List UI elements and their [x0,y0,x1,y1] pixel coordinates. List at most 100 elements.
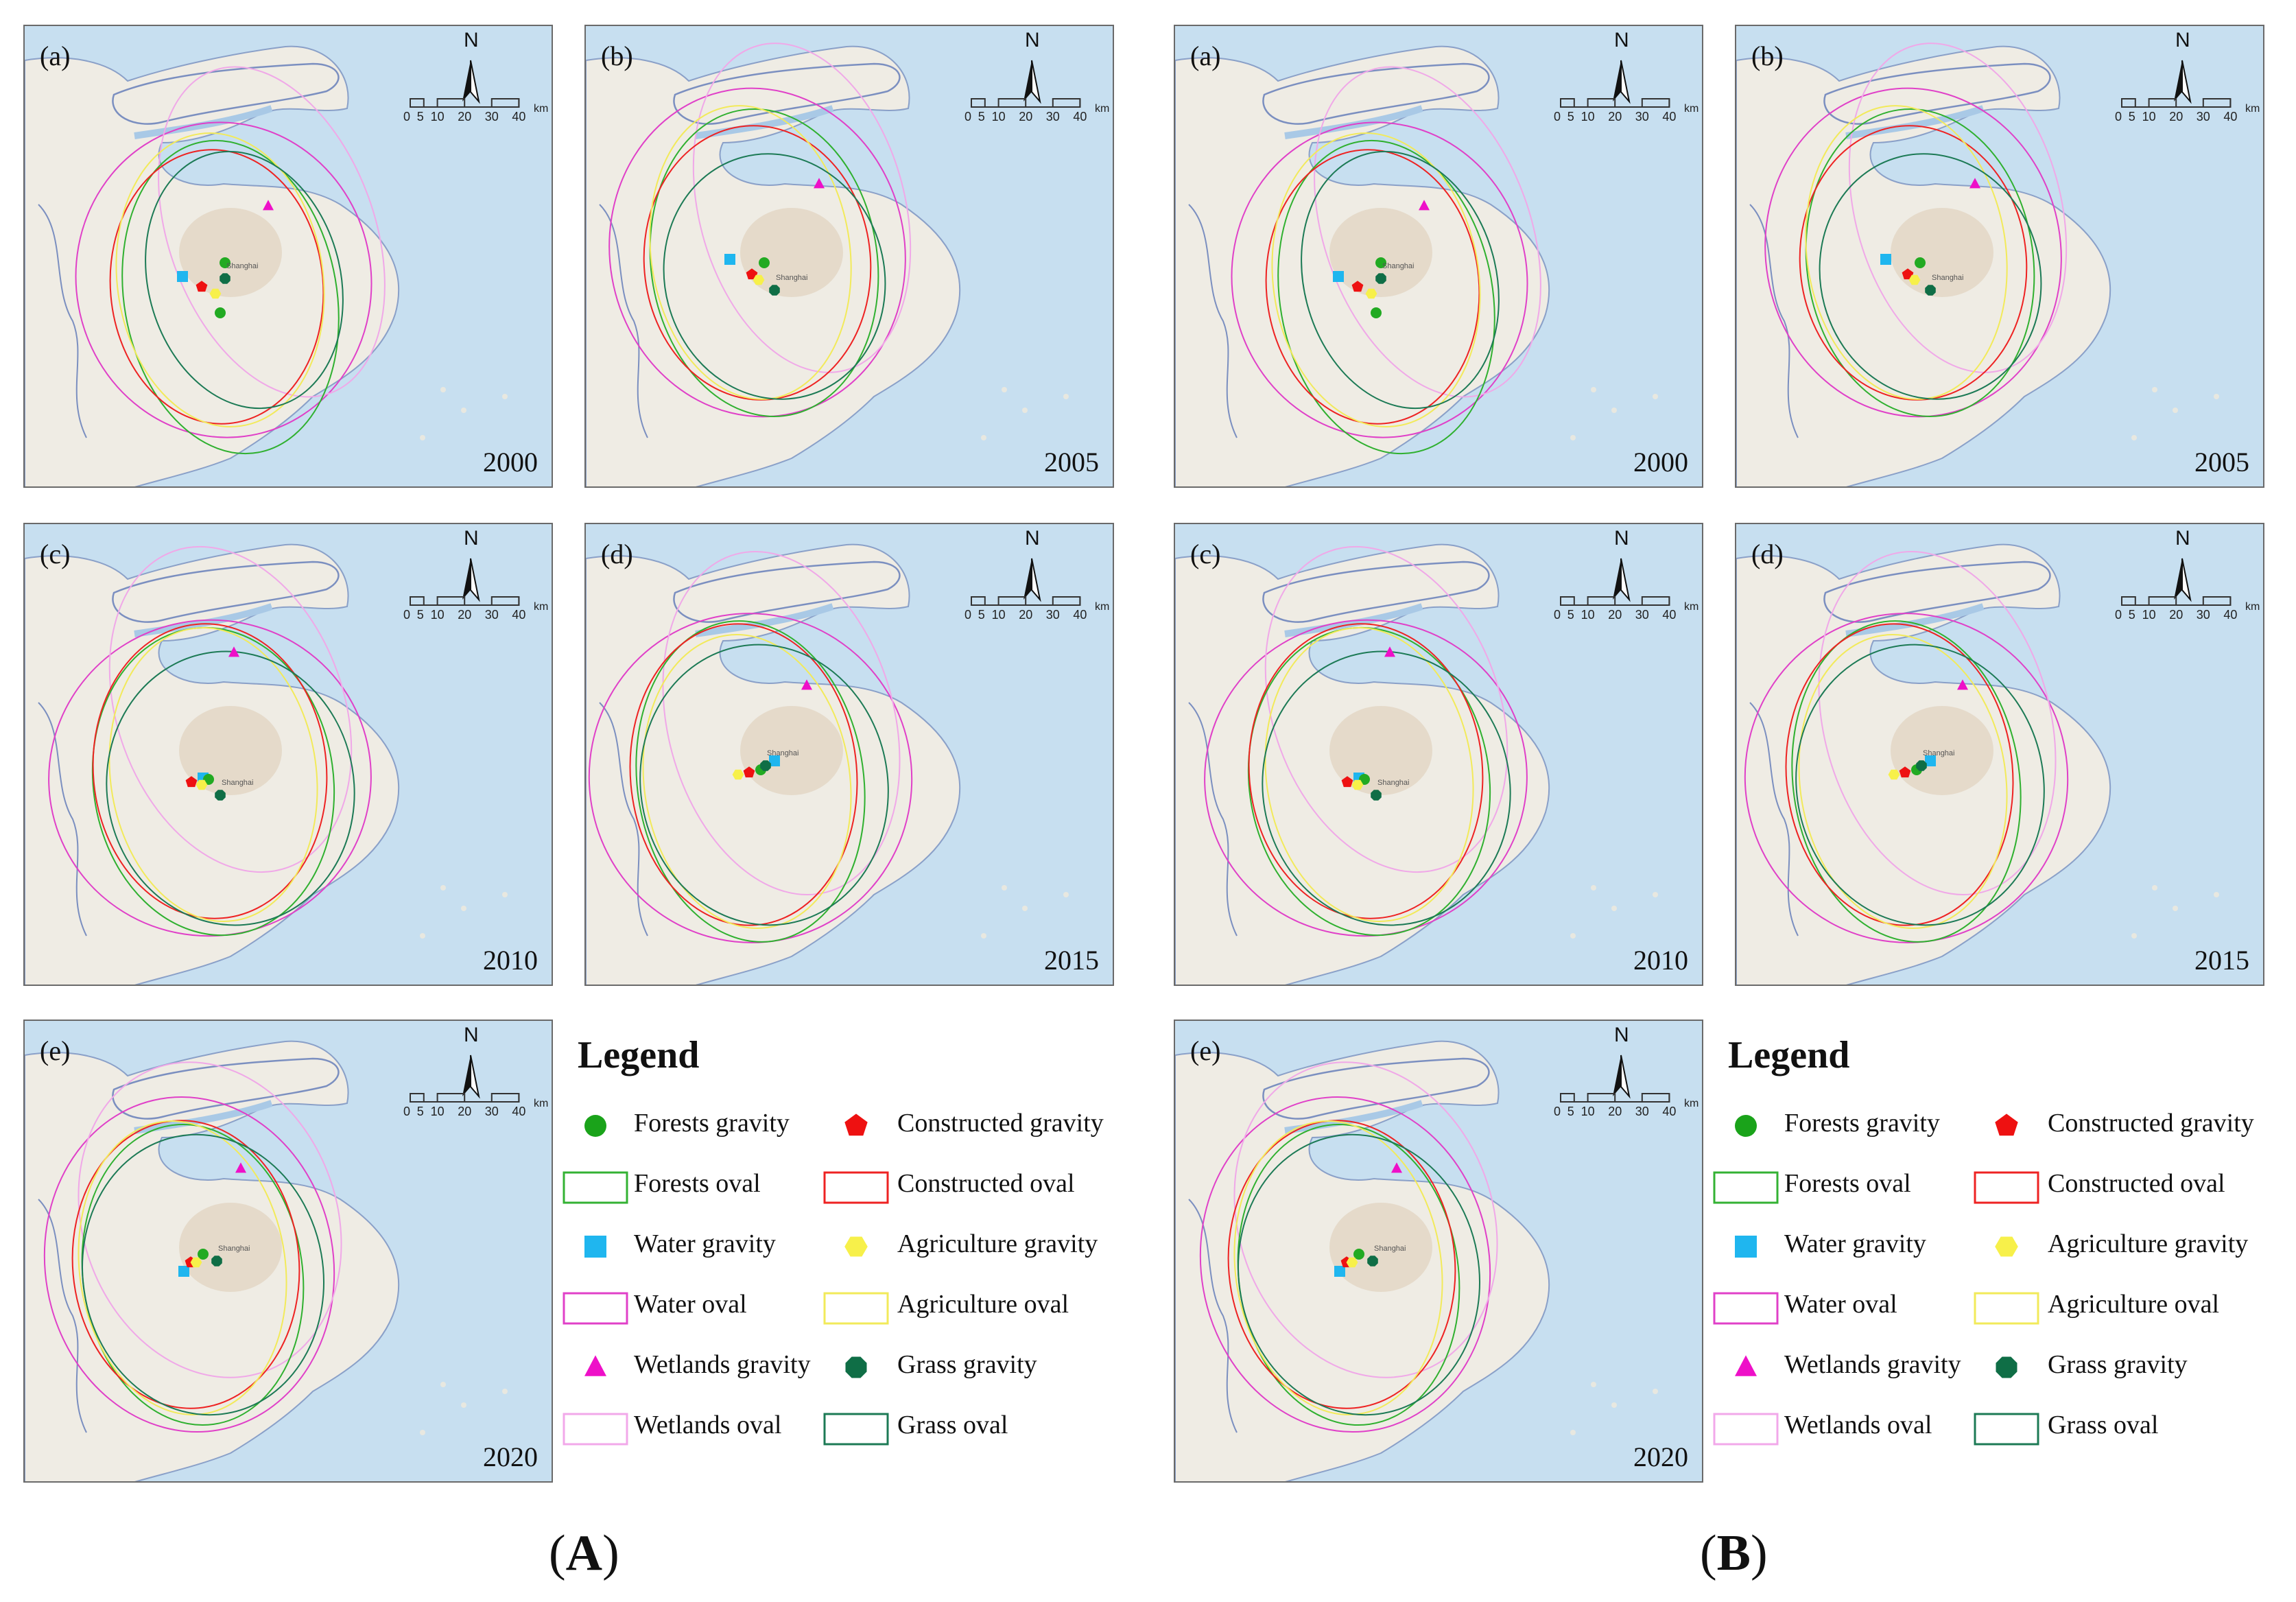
urban-core [1891,208,1993,297]
wetlands-gravity-marker [1957,679,1968,690]
agriculture-gravity-marker [732,769,744,780]
legend-title: Legend [1728,1034,1850,1076]
chongming-island [1262,1057,1490,1120]
north-arrow-icon [1613,60,1621,102]
water-gravity-marker [1925,755,1936,766]
scale-tick-label: 30 [1635,110,1649,123]
map-canvas [25,45,520,486]
grass-gravity-marker [769,285,780,296]
legend-gravity-swatch [1735,1236,1757,1258]
map-canvas [25,1040,520,1481]
scale-tick-label: 30 [484,1105,499,1118]
wetlands-gravity-marker [235,1162,246,1173]
scale-segment [997,596,1027,606]
legend-item-label: Forests gravity [634,1109,790,1138]
scale-tick-label: 0 [403,110,411,123]
map-canvas [1736,43,2232,486]
legend-oval-swatch [1974,1413,2039,1446]
legend-item-label: Water oval [634,1290,747,1319]
agriculture-gravity-marker [209,288,222,299]
scale-segment [2148,596,2177,606]
urban-core [1329,1203,1432,1292]
scale-segment [410,596,425,606]
water-gravity-marker [177,271,188,282]
scale-tick-label: 20 [1019,110,1033,123]
island [502,892,508,897]
scale-segment [1560,596,1575,606]
north-label: N [1025,29,1040,51]
legend-item-label: Constructed gravity [897,1109,1104,1138]
island [2131,435,2137,440]
wetlands-gravity-marker [1391,1162,1402,1173]
scale-tick-label: 40 [1073,110,1087,123]
scale-tick-label: 0 [964,110,972,123]
scale-tick-label: 10 [1581,1105,1595,1118]
grass-oval [1238,1133,1480,1416]
city-label: Shanghai [1932,274,1964,282]
scale-tick-label: 10 [430,1105,445,1118]
scale-segment [410,98,425,108]
grass-gravity-marker [1916,760,1927,771]
constructed-oval [1799,125,2028,401]
north-arrow-icon [1620,60,1631,104]
legend-item-label: Grass oval [897,1411,1008,1439]
scale-unit: km [1095,103,1110,115]
panel-year: 2010 [483,945,538,976]
north-label: N [2175,29,2190,51]
legend-gravity-swatch [584,1355,606,1376]
river-channel [1845,105,1985,139]
group-letter: B [1716,1525,1751,1581]
legend-oval-swatch [823,1171,889,1204]
island [440,387,446,392]
wetlands-oval [1848,43,2068,373]
constructed-oval [643,125,872,401]
scale-tick-label: 40 [1662,608,1677,622]
scale-tick-label: 10 [1581,110,1595,123]
island [981,933,986,939]
wetlands-gravity-marker [801,679,812,690]
scale-segment [2121,596,2136,606]
scale-segment [1587,98,1616,108]
panel-year: 2005 [1044,447,1099,478]
panel-tag: (d) [1751,539,1784,569]
river-channel [1284,105,1423,139]
scale-tick-label: 40 [512,110,526,123]
island [1653,394,1658,399]
legend-item-label: Forests gravity [1784,1109,1940,1138]
boundary-line [1188,1199,1238,1433]
forests-oval [649,108,879,417]
scale-tick-label: 40 [512,608,526,622]
north-label: N [464,1024,479,1046]
scale-tick-label: 20 [458,1105,472,1118]
north-arrow-icon [2174,558,2182,600]
city-label: Shanghai [1923,749,1955,757]
chongming-island [112,561,340,623]
island [2214,892,2219,897]
legend-item-label: Wetlands gravity [1784,1350,1961,1379]
scale-tick-label: 30 [2196,608,2210,622]
scale-tick-label: 5 [416,110,424,123]
map-canvas [586,43,1081,486]
legend-item-label: Forests oval [634,1169,761,1198]
chongming-island [673,62,901,125]
island [1611,906,1617,911]
north-arrow-icon [1031,60,1041,104]
agriculture-oval [1264,627,1474,922]
scale-segment [490,1093,520,1103]
legend-gravity-swatch [1995,1114,2018,1136]
agriculture-gravity-marker [1888,769,1900,780]
island [1063,892,1069,897]
scale-tick-label: 5 [1567,1105,1574,1118]
boundary-line [38,1199,87,1433]
legend-oval-swatch [823,1413,889,1446]
legend-gravity-swatch [1735,1115,1757,1137]
scale-segment [2202,98,2232,108]
water-oval [1764,87,2062,418]
scale-tick-label: 0 [964,608,972,622]
agriculture-gravity-marker [196,779,208,790]
wetlands-gravity-marker [1419,200,1430,211]
